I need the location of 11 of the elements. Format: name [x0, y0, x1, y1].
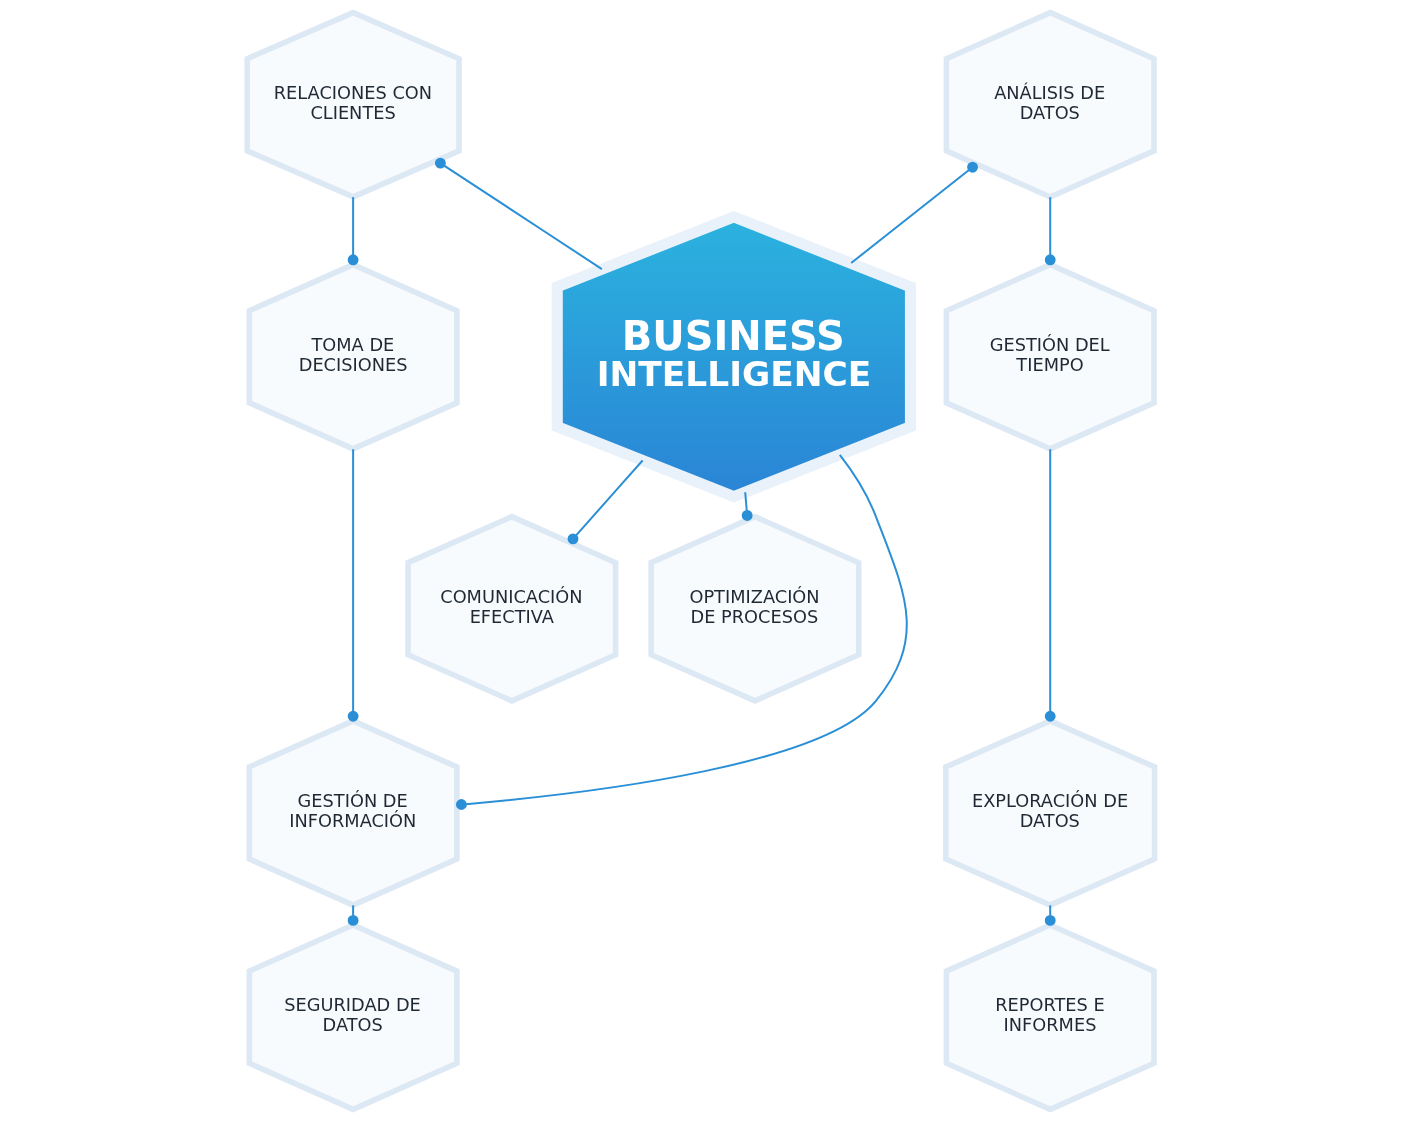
connector: [434, 157, 603, 271]
connector: [1044, 448, 1056, 722]
connector: [347, 448, 359, 722]
connector: [850, 161, 978, 264]
connector: [567, 459, 644, 545]
connector: [1044, 196, 1056, 266]
connector: [1044, 904, 1056, 926]
connector: [347, 196, 359, 266]
connector: [347, 904, 359, 926]
connector: [741, 491, 753, 521]
connector: [455, 453, 908, 810]
